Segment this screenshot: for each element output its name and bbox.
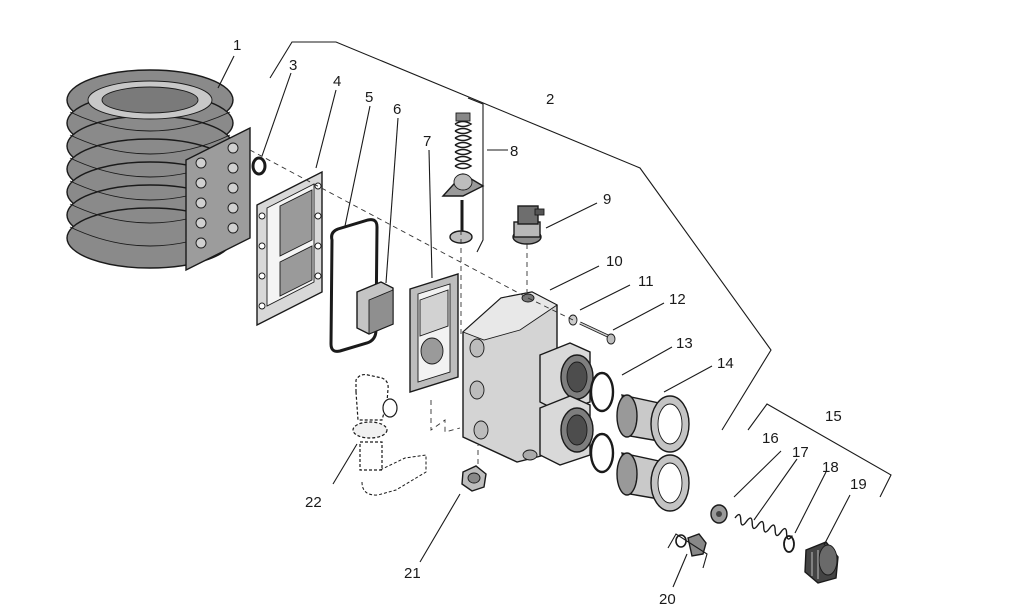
- callout-12: 12: [669, 291, 686, 308]
- header-gasket: [256, 170, 323, 327]
- callout-7: 7: [423, 133, 431, 150]
- union-fitting: [616, 394, 690, 512]
- callout-8: 8: [510, 143, 518, 160]
- o-ring-check: [783, 535, 795, 553]
- o-ring-lower: [589, 432, 615, 474]
- callout-11: 11: [638, 273, 654, 290]
- callout-2: 2: [546, 91, 554, 108]
- callout-20: 20: [659, 591, 676, 608]
- baffle: [356, 281, 394, 335]
- callout-labels: 1 2 3 4 5 6 7 8 9 10 11 12 13 14 15 16 1…: [233, 37, 867, 608]
- callout-3: 3: [289, 57, 297, 74]
- inlet-outlet-gasket: [409, 273, 459, 393]
- callout-6: 6: [393, 101, 401, 118]
- callout-14: 14: [717, 355, 734, 372]
- callout-15: 15: [825, 408, 842, 425]
- callout-19: 19: [850, 476, 867, 493]
- temperature-sensor: [512, 205, 545, 245]
- spring: [734, 513, 793, 540]
- pressure-relief-valve: [352, 373, 427, 496]
- callout-9: 9: [603, 191, 611, 208]
- callout-4: 4: [333, 73, 341, 90]
- check-valve-seat: [710, 504, 728, 524]
- pipe-plug: [461, 465, 487, 492]
- assembly-lines: [249, 149, 574, 464]
- callout-17: 17: [792, 444, 809, 461]
- check-valve-plug: [804, 541, 839, 584]
- callout-22: 22: [305, 494, 322, 511]
- callout-18: 18: [822, 459, 839, 476]
- callout-5: 5: [365, 89, 373, 106]
- callout-1: 1: [233, 37, 241, 54]
- bolt: [579, 321, 616, 345]
- o-ring-upper: [589, 371, 615, 413]
- o-ring-small: [251, 156, 267, 176]
- leader-lines: [217, 41, 892, 588]
- callout-13: 13: [676, 335, 693, 352]
- bypass-valve-assembly: [441, 112, 485, 244]
- washer: [568, 314, 578, 326]
- heat-exchanger-coil: [66, 69, 251, 272]
- header-body: [462, 291, 594, 466]
- callout-10: 10: [606, 253, 623, 270]
- callout-16: 16: [762, 430, 779, 447]
- callout-21: 21: [404, 565, 421, 582]
